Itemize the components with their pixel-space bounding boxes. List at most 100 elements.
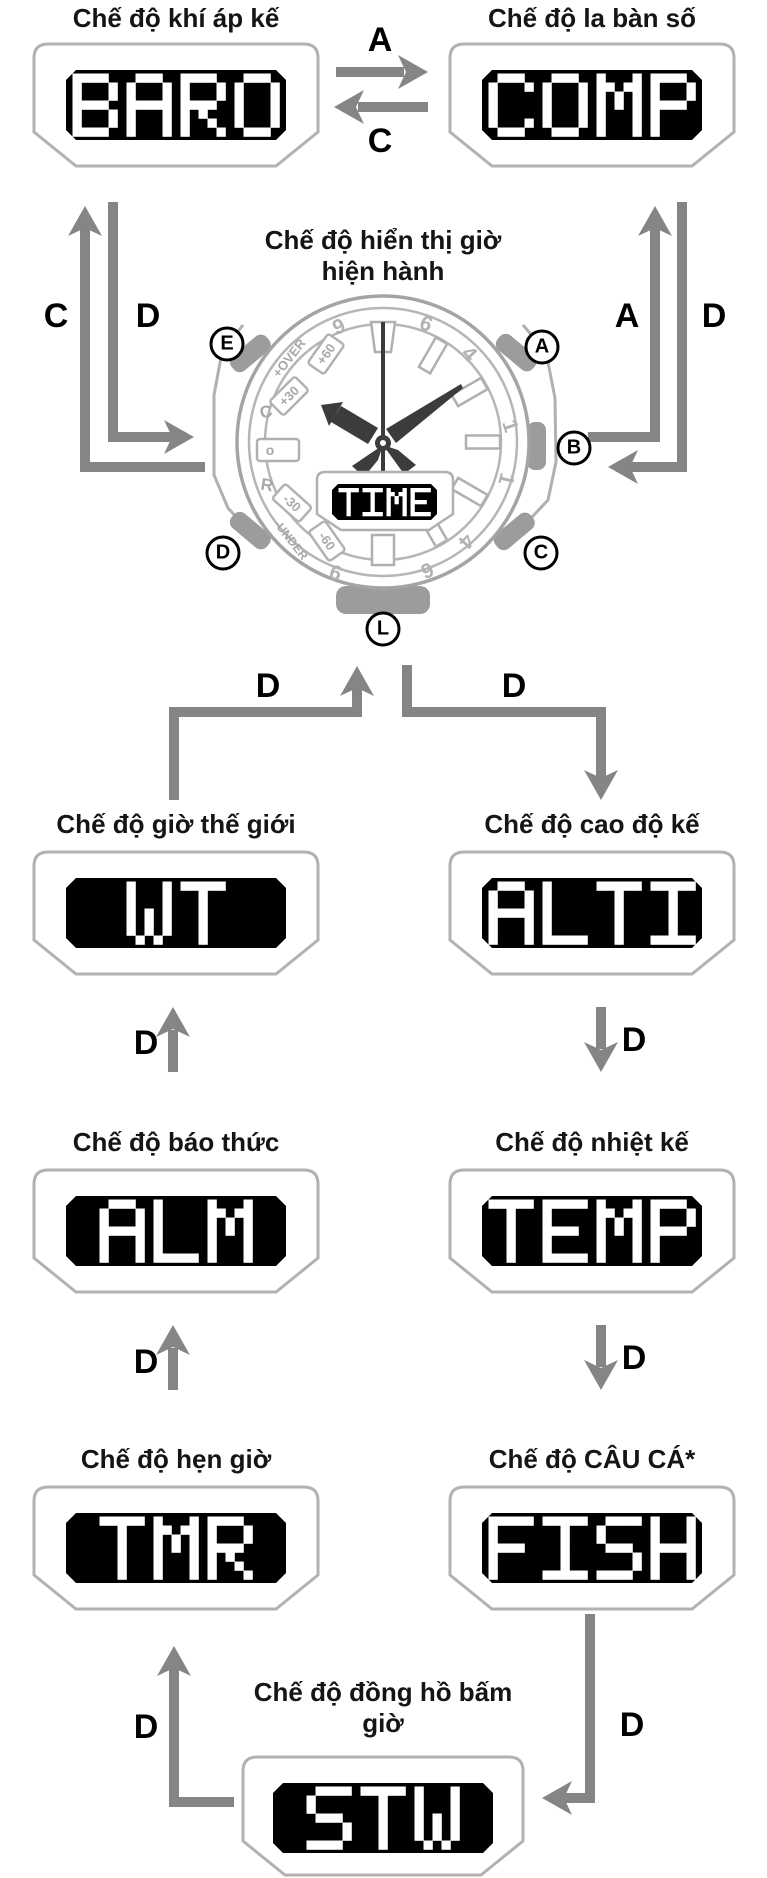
arrowhead-1 [334,90,364,124]
mode-display-fish [448,1485,736,1611]
lcd-panel-alm [66,1196,286,1266]
press-label-comp-to-baro: C [367,122,393,160]
arrow-time-to-baro [80,228,205,472]
hour-marker-4 [449,476,490,508]
caption-current-time-mode: Chế độ hiển thị giờ hiện hành [264,225,502,286]
button-label-L: L [365,611,401,647]
lcd-panel-baro [66,70,286,140]
button-label-C: C [523,535,559,571]
caption-barometer-mode: Chế độ khí áp kế [72,3,280,33]
pressure-origin-box [255,437,301,463]
arrowhead-11 [584,1360,618,1390]
press-label-stw-to-tmr: D [133,1708,159,1746]
arrowhead-5 [608,450,638,484]
mode-display-baro [32,42,320,168]
button-label-D: D [205,535,241,571]
caption-fishing-mode: Chế độ CÂU CÁ* [488,1444,696,1474]
mode-display-layer [32,42,736,1877]
dial-scale-label-3: C [258,401,275,423]
dial-scale-box-1 [307,333,345,375]
hour-hand-shaft [331,406,378,444]
dial-scale-box-8 [308,520,346,562]
caption-thermometer-mode: Chế độ nhiệt kế [495,1127,689,1157]
button-label-A: A [524,329,560,365]
tmr-lcd-text [99,1516,253,1580]
baro-lcd-text [72,73,280,137]
arrowhead-3 [164,420,194,454]
hour-hand-tip [321,402,343,426]
hand-counterweight-right [383,445,416,474]
comp-lcd-text [488,73,696,137]
button-label-B: B [556,430,592,466]
lcd-panel-alti [482,878,702,948]
hand-counterweight-left [352,445,383,477]
hour-marker-1 [417,335,449,376]
press-label-comp-to-time: D [701,297,727,335]
arrow-stw-to-tmr [169,1668,234,1807]
arrowhead-2 [68,206,102,236]
hands-hub-center [380,440,386,446]
arrow-comp-to-time [630,202,687,472]
arrowhead-12 [157,1646,191,1676]
mode-display-comp [448,42,736,168]
arrowhead-4 [638,206,672,236]
arrowhead-0 [398,55,428,89]
press-label-tmr-to-alm: D [133,1343,159,1381]
press-label-alti-to-temp: D [621,1021,647,1059]
lcd-panel-wt [66,878,286,948]
watch-hands [321,322,463,477]
dial-scale-box-2 [269,376,309,416]
press-label-time-to-alti: D [501,667,527,705]
button-label-E: E [209,326,245,362]
pusher-E [229,334,271,373]
pusher-D [229,511,271,550]
watch-lcd-window [315,470,455,532]
alm-lcd-text [99,1199,253,1263]
mode-display-tmr [32,1485,320,1611]
arrow-wt-to-time [169,688,362,800]
mode-display-alti [448,850,736,976]
arrowhead-8 [156,1007,190,1037]
bezel-inner-circle [247,306,519,578]
press-label-time-to-comp: A [614,297,640,335]
pusher-B [527,422,546,470]
arrowhead-9 [584,1042,618,1072]
minute-hand [386,384,463,443]
caption-compass-mode: Chế độ la bàn số [487,3,697,33]
mode-display-wt [32,850,320,976]
press-label-baro-to-time: D [135,297,161,335]
wt-lcd-text [126,881,226,945]
press-label-time-to-baro: C [43,297,69,335]
caption-altimeter-mode: Chế độ cao độ kế [484,809,700,839]
press-label-alm-to-wt: D [133,1024,159,1062]
press-label-temp-to-fish: D [621,1339,647,1377]
arrow-time-to-alti [402,665,606,778]
arrowhead-layer [68,55,672,1815]
caption-alarm-mode: Chế độ báo thức [72,1127,280,1157]
dial-scale-label-5: R [259,475,274,496]
lcd-panel-comp [482,70,702,140]
fish-lcd-text [488,1516,696,1580]
temp-lcd-text [488,1199,696,1263]
stw-lcd-text [306,1786,460,1850]
arrow-fish-to-stw [564,1614,595,1803]
press-label-wt-to-time: D [255,667,281,705]
arrowhead-7 [584,770,618,800]
mode-display-alm [32,1168,320,1294]
caption-world-time-mode: Chế độ giờ thế giới [56,809,296,839]
watch-pushers [229,333,546,614]
pusher-L [336,586,430,614]
arrow-baro-to-time [108,202,172,442]
lcd-panel-temp [482,1196,702,1266]
mode-display-temp [448,1168,736,1294]
alti-lcd-text [488,881,696,945]
time-lcd-text [338,488,431,517]
arrowhead-10 [156,1325,190,1355]
hour-marker-2 [449,376,490,408]
pusher-A [495,333,537,372]
arrow-time-to-comp [588,228,660,442]
caption-stopwatch-mode: Chế độ đồng hồ bấm giờ [253,1677,513,1738]
